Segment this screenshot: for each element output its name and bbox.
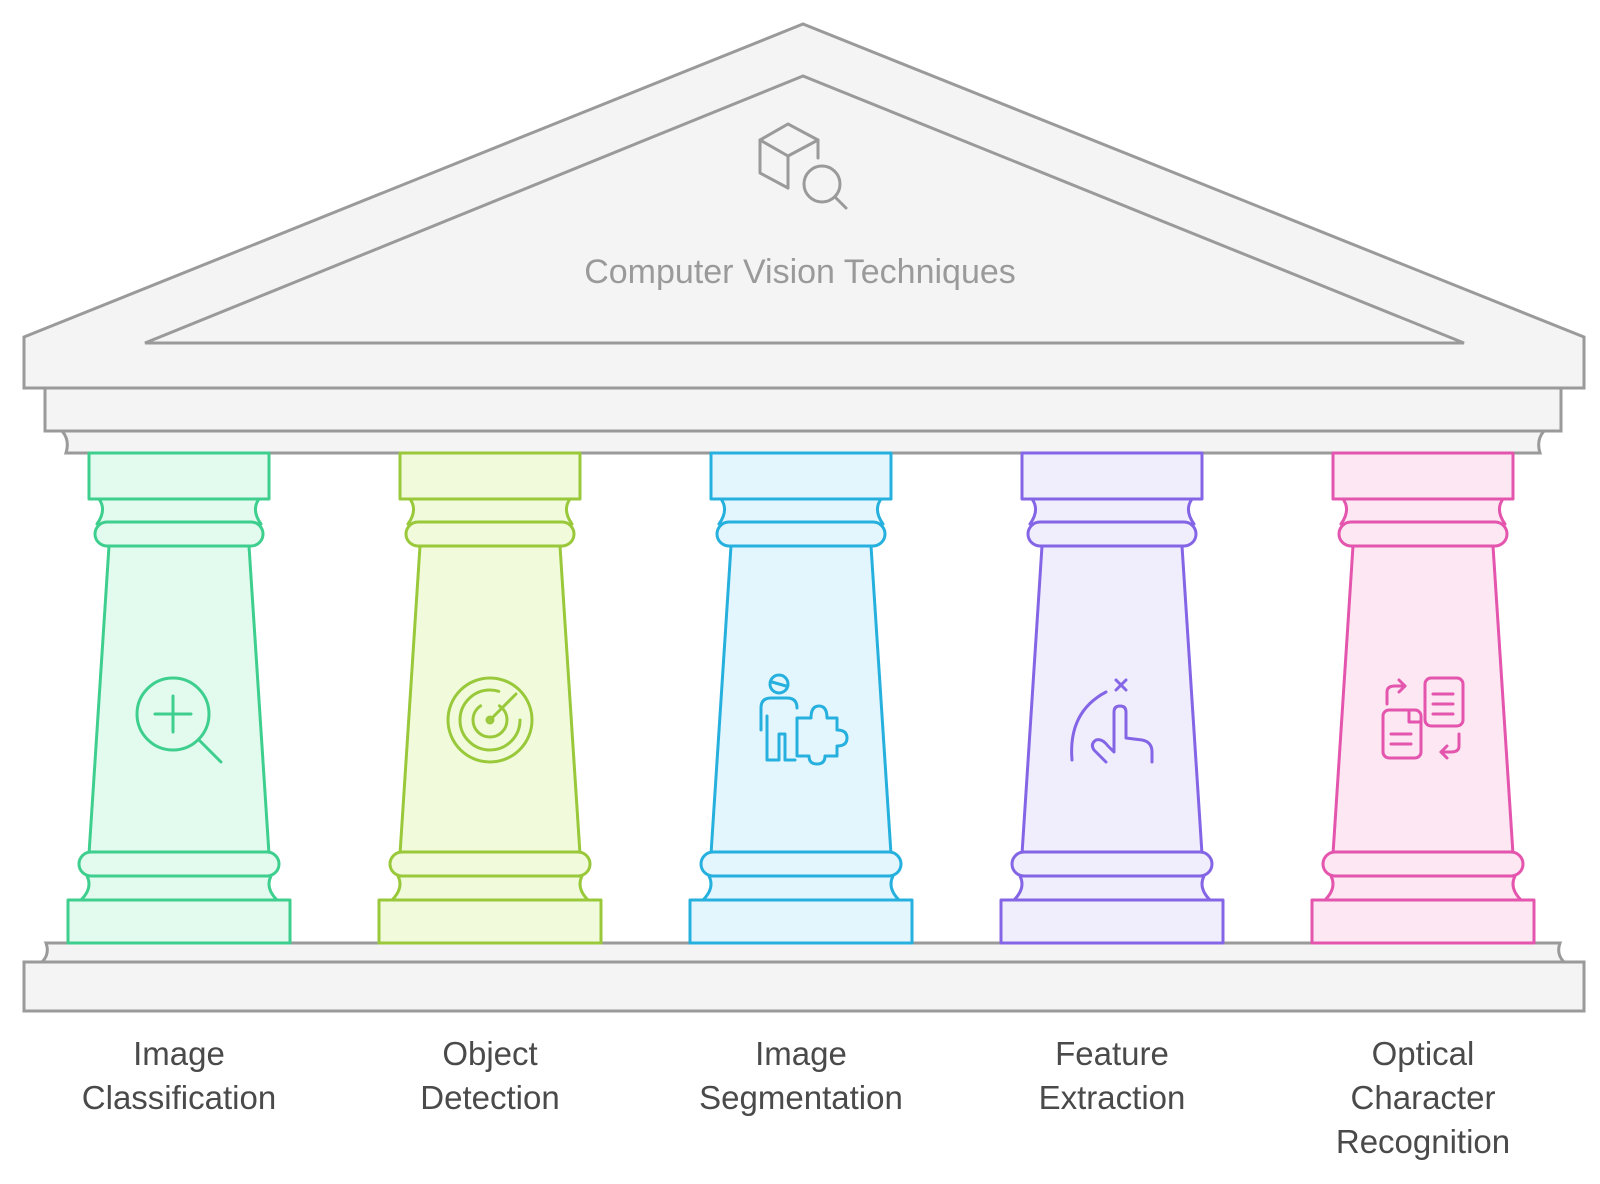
pillar-label-line: Optical bbox=[1371, 1035, 1475, 1072]
pillar-label-line: Image bbox=[755, 1035, 847, 1072]
pillars bbox=[66, 451, 1536, 945]
pillar-label-line: Detection bbox=[420, 1079, 560, 1116]
pillar-5 bbox=[1310, 451, 1536, 945]
box-search-icon bbox=[758, 122, 848, 210]
pillar-1 bbox=[66, 451, 292, 945]
pillar-3 bbox=[688, 451, 914, 945]
architrave bbox=[43, 386, 1563, 455]
roof bbox=[22, 22, 1586, 390]
pillar-label-line: Segmentation bbox=[699, 1079, 903, 1116]
diagram-title: Computer Vision Techniques bbox=[584, 253, 1016, 291]
pillar-label-line: Object bbox=[442, 1035, 538, 1072]
hand-pointer-icon bbox=[1070, 678, 1154, 764]
roof-inner-triangle bbox=[144, 74, 1465, 345]
pillar-label-line: Classification bbox=[81, 1079, 277, 1116]
pillar-label-line: Image bbox=[133, 1035, 225, 1072]
pillar-label-line: Extraction bbox=[1038, 1079, 1186, 1116]
pillar-label-line: Recognition bbox=[1335, 1123, 1511, 1160]
person-puzzle-icon bbox=[759, 673, 849, 766]
zoom-in-icon bbox=[135, 676, 223, 764]
temple-base bbox=[22, 941, 1586, 1013]
document-convert-icon bbox=[1381, 676, 1465, 760]
pillar-4 bbox=[999, 451, 1225, 945]
radar-icon bbox=[446, 676, 534, 764]
pillar-label-line: Feature bbox=[1055, 1035, 1169, 1072]
pillar-label-line: Character bbox=[1350, 1079, 1496, 1116]
pillar-2 bbox=[377, 451, 603, 945]
